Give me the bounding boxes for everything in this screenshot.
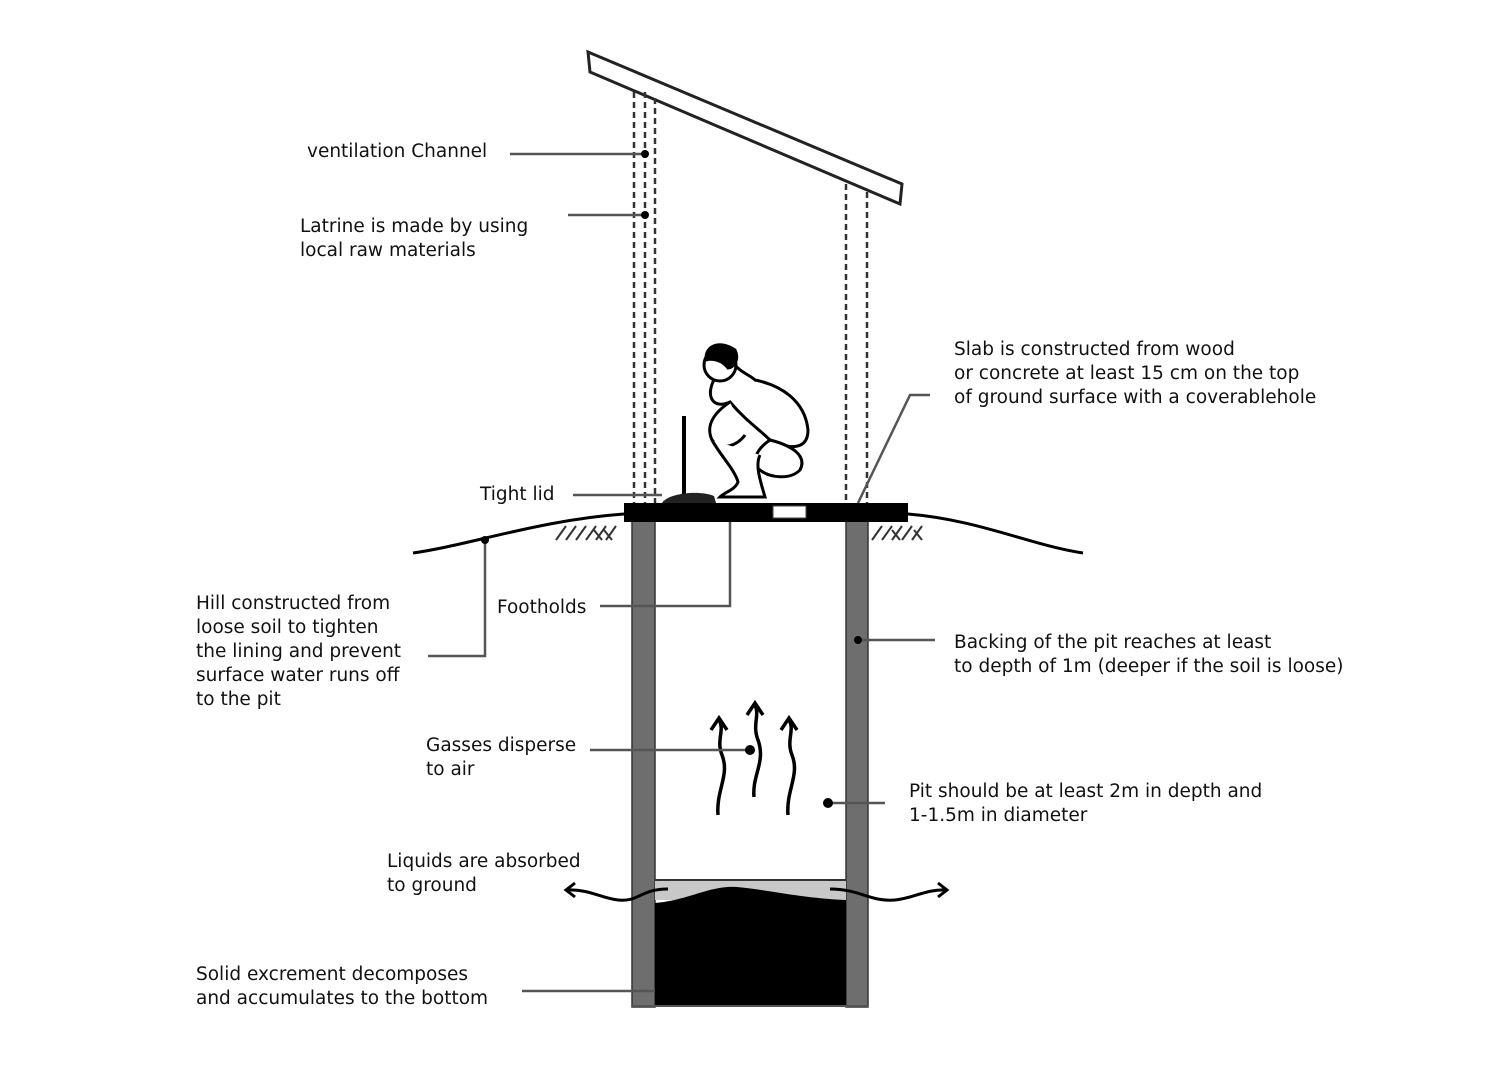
- label-line: to ground: [387, 875, 477, 896]
- label-ventilation-channel: ventilation Channel: [307, 140, 487, 164]
- label-line: Gasses disperse: [426, 735, 577, 756]
- label-line: Solid excrement decomposes: [196, 964, 469, 985]
- label-line: Slab is constructed from wood: [954, 339, 1235, 360]
- label-line: of ground surface with a coverablehole: [954, 387, 1317, 408]
- label-line: Pit should be at least 2m in depth and: [909, 781, 1263, 802]
- label-hill: Hill constructed from loose soil to tight…: [196, 592, 401, 712]
- label-line: to air: [426, 759, 475, 780]
- squatting-person: [702, 343, 810, 499]
- tight-lid: [662, 492, 716, 503]
- label-line: the lining and prevent: [196, 641, 402, 662]
- label-line: Tight lid: [480, 484, 555, 505]
- label-line: to depth of 1m (deeper if the soil is lo…: [954, 656, 1344, 677]
- label-footholds: Footholds: [497, 596, 586, 620]
- leader-lines: [428, 152, 935, 993]
- gas-arrows: [709, 699, 799, 816]
- label-pit-size: Pit should be at least 2m in depth and 1-…: [909, 780, 1262, 828]
- ventilation-pipe: [632, 92, 657, 503]
- roof: [586, 49, 904, 207]
- label-line: to the pit: [196, 689, 281, 710]
- label-line: Liquids are absorbed: [387, 851, 581, 872]
- label-line: Hill constructed from: [196, 593, 391, 614]
- pit-lining-left: [631, 519, 656, 1008]
- label-line: or concrete at least 15 cm on the top: [954, 363, 1300, 384]
- label-line: surface water runs off: [196, 665, 400, 686]
- label-line: loose soil to tighten: [196, 617, 379, 638]
- leader-dots: [481, 150, 862, 808]
- drop-hole: [772, 505, 807, 519]
- label-line: and accumulates to the bottom: [196, 988, 489, 1009]
- label-line: ventilation Channel: [307, 141, 488, 162]
- label-gasses: Gasses disperse to air: [426, 734, 576, 782]
- soil-hatching: [555, 525, 923, 541]
- label-backing: Backing of the pit reaches at least to de…: [954, 631, 1343, 679]
- solid-excrement: [655, 886, 846, 1005]
- ground-hill: [412, 512, 1084, 555]
- label-line: Latrine is made by using: [300, 216, 529, 237]
- slab: [624, 503, 908, 522]
- label-liquids: Liquids are absorbed to ground: [387, 850, 581, 898]
- label-latrine-materials: Latrine is made by using local raw materi…: [300, 215, 528, 263]
- label-line: Footholds: [497, 597, 587, 618]
- label-line: local raw materials: [300, 240, 476, 261]
- right-posts: [844, 184, 869, 503]
- pit-lining-right: [845, 519, 869, 1008]
- label-tight-lid: Tight lid: [480, 483, 555, 507]
- label-slab: Slab is constructed from wood or concrete…: [954, 338, 1316, 410]
- label-line: Backing of the pit reaches at least: [954, 632, 1272, 653]
- label-solid: Solid excrement decomposes and accumulate…: [196, 963, 488, 1011]
- liquid-arrows: [563, 881, 950, 902]
- label-line: 1-1.5m in diameter: [909, 805, 1088, 826]
